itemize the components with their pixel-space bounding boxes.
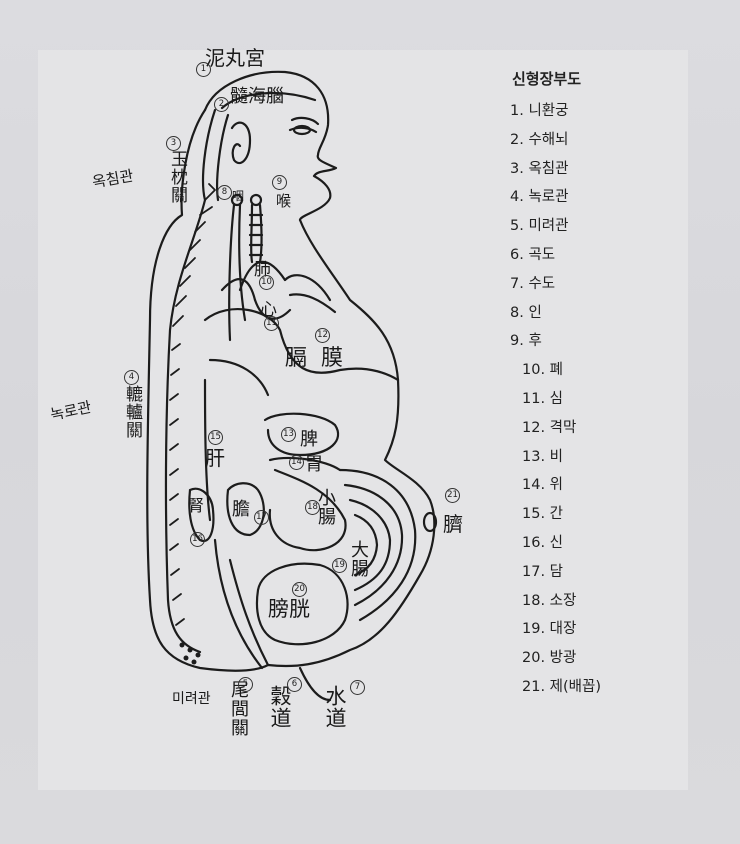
- legend-item: 6. 곡도: [510, 246, 556, 263]
- legend-item: 14. 위: [522, 477, 564, 494]
- label-sin: 腎: [188, 496, 205, 515]
- label-daejang: 大腸: [348, 540, 369, 578]
- label-sim: 心: [260, 300, 277, 320]
- marker-16: 16: [190, 532, 205, 547]
- label-sojang: 小腸: [315, 488, 336, 526]
- marker-14: 14: [289, 455, 304, 470]
- marker-5: 5: [238, 677, 253, 692]
- marker-19: 19: [332, 558, 347, 573]
- label-gan: 肝: [205, 446, 225, 470]
- label-banggwang: 膀胱: [268, 597, 310, 621]
- marker-2: 2: [214, 97, 229, 112]
- illustration-panel: [38, 50, 688, 790]
- marker-6: 6: [287, 677, 302, 692]
- legend-item: 20. 방광: [522, 650, 577, 667]
- marker-3: 3: [166, 136, 181, 151]
- legend-item: 13. 비: [522, 448, 564, 465]
- legend-item: 4. 녹로관: [510, 189, 569, 206]
- legend-item: 9. 후: [510, 333, 542, 350]
- note-miryeo: 미려관: [172, 691, 211, 707]
- label-gyeongmak: 膈膜: [285, 346, 358, 371]
- marker-4: 4: [124, 370, 139, 385]
- label-sudo: 水道: [323, 685, 347, 729]
- label-gokdo: 穀道: [268, 685, 292, 729]
- legend-title: 신형장부도: [512, 70, 582, 88]
- marker-11: 11: [264, 316, 279, 331]
- legend-item: 7. 수도: [510, 275, 556, 292]
- legend-item: 5. 미려관: [510, 218, 569, 235]
- legend-item: 16. 신: [522, 534, 564, 551]
- legend-item: 8. 인: [510, 304, 542, 321]
- legend: 신형장부도 1. 니환궁 2. 수해뇌 3. 옥침관 4. 녹로관 5. 미려관…: [510, 68, 700, 702]
- legend-item: 3. 옥침관: [510, 160, 569, 177]
- marker-1: 1: [196, 62, 211, 77]
- label-suhae: 髓海腦: [230, 86, 284, 107]
- marker-17: 17: [254, 510, 269, 525]
- label-je: 臍: [443, 512, 463, 536]
- legend-item: 11. 심: [522, 390, 564, 407]
- label-niwan: 泥丸宮: [205, 46, 265, 70]
- legend-item: 12. 격막: [522, 419, 577, 436]
- label-wi: 胃: [305, 454, 323, 475]
- front-outline: [266, 218, 436, 668]
- legend-item: 19. 대장: [522, 621, 577, 638]
- label-nogro: 轆轤關: [122, 385, 142, 439]
- legend-item: 1. 니환궁: [510, 103, 569, 119]
- label-dam: 膽: [232, 499, 250, 520]
- label-bi: 脾: [300, 429, 318, 450]
- marker-21: 21: [445, 488, 460, 503]
- label-in: 咽: [232, 189, 245, 203]
- marker-10: 10: [259, 275, 274, 290]
- legend-item: 10. 폐: [522, 362, 564, 379]
- marker-8: 8: [217, 185, 232, 200]
- legend-item: 21. 제(배꼽): [522, 678, 602, 695]
- label-okchim: 玉枕關: [167, 150, 187, 204]
- legend-item: 18. 소장: [522, 592, 577, 609]
- marker-18: 18: [305, 500, 320, 515]
- legend-item: 15. 간: [522, 506, 564, 523]
- back-outline: [146, 108, 270, 672]
- marker-20: 20: [292, 582, 307, 597]
- marker-13: 13: [281, 427, 296, 442]
- marker-7: 7: [350, 680, 365, 695]
- legend-item: 2. 수해뇌: [510, 131, 569, 148]
- marker-15: 15: [208, 430, 223, 445]
- legend-item: 17. 담: [522, 563, 564, 580]
- label-miryeo: 尾閭關: [228, 680, 249, 737]
- label-hu: 喉: [276, 192, 292, 210]
- marker-12: 12: [315, 328, 330, 343]
- head-outline: [203, 70, 338, 222]
- marker-9: 9: [272, 175, 287, 190]
